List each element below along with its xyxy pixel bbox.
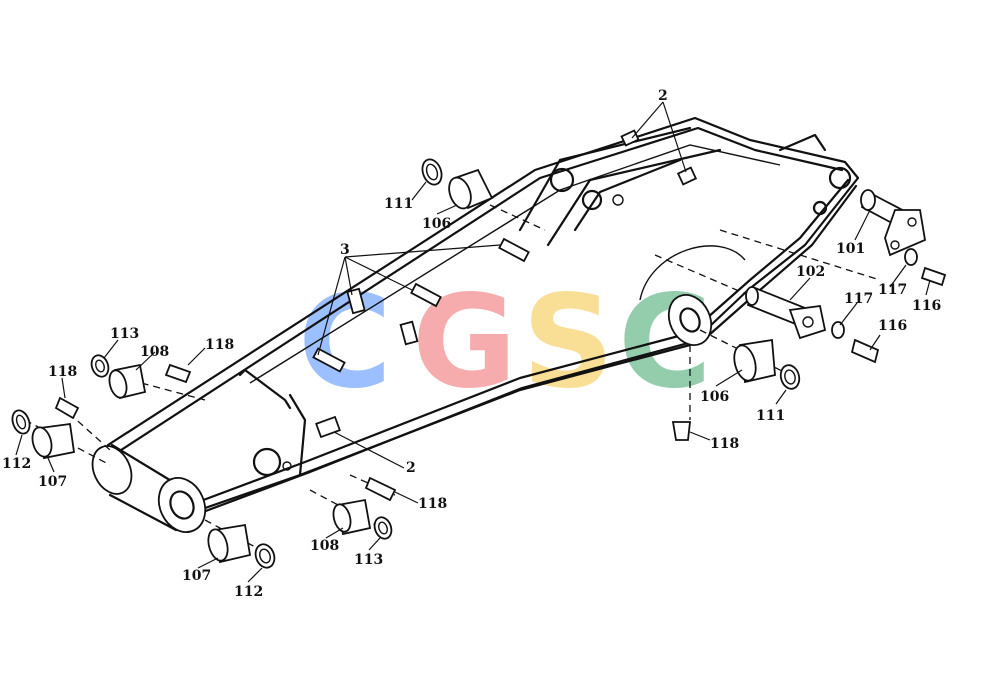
label-102: 102 (796, 264, 825, 280)
label-3: 3 (340, 242, 350, 258)
boom-body (91, 116, 860, 533)
label-112-left: 112 (2, 456, 31, 472)
label-117-lower: 117 (844, 291, 873, 307)
label-113-bottom: 113 (354, 552, 383, 568)
part-labels: 2 3 2 111 106 101 102 117 116 117 116 10… (2, 88, 941, 600)
watermark-letter-c1: C (298, 268, 392, 417)
label-106-top: 106 (422, 216, 451, 232)
label-101: 101 (836, 241, 865, 257)
label-108-bottom: 108 (310, 538, 339, 554)
label-118-far-left: 118 (48, 364, 77, 380)
watermark-letter-s: S (522, 268, 614, 417)
label-112-bottom: 112 (234, 584, 263, 600)
label-111-right: 111 (756, 408, 785, 424)
label-116-upper: 116 (912, 298, 941, 314)
label-2-bottom: 2 (406, 460, 416, 476)
label-118-right: 118 (710, 436, 739, 452)
label-106-right: 106 (700, 389, 729, 405)
label-118-bottom: 118 (418, 496, 447, 512)
label-107-left: 107 (38, 474, 67, 490)
label-118-left: 118 (205, 337, 234, 353)
label-107-bottom: 107 (182, 568, 211, 584)
label-108-left: 108 (140, 344, 169, 360)
leader-lines (15, 101, 931, 583)
label-116-lower: 116 (878, 318, 907, 334)
loose-parts (11, 158, 947, 569)
label-117-upper: 117 (878, 282, 907, 298)
label-113-left: 113 (110, 326, 139, 342)
label-111-top: 111 (384, 196, 413, 212)
label-2-top: 2 (658, 88, 668, 104)
